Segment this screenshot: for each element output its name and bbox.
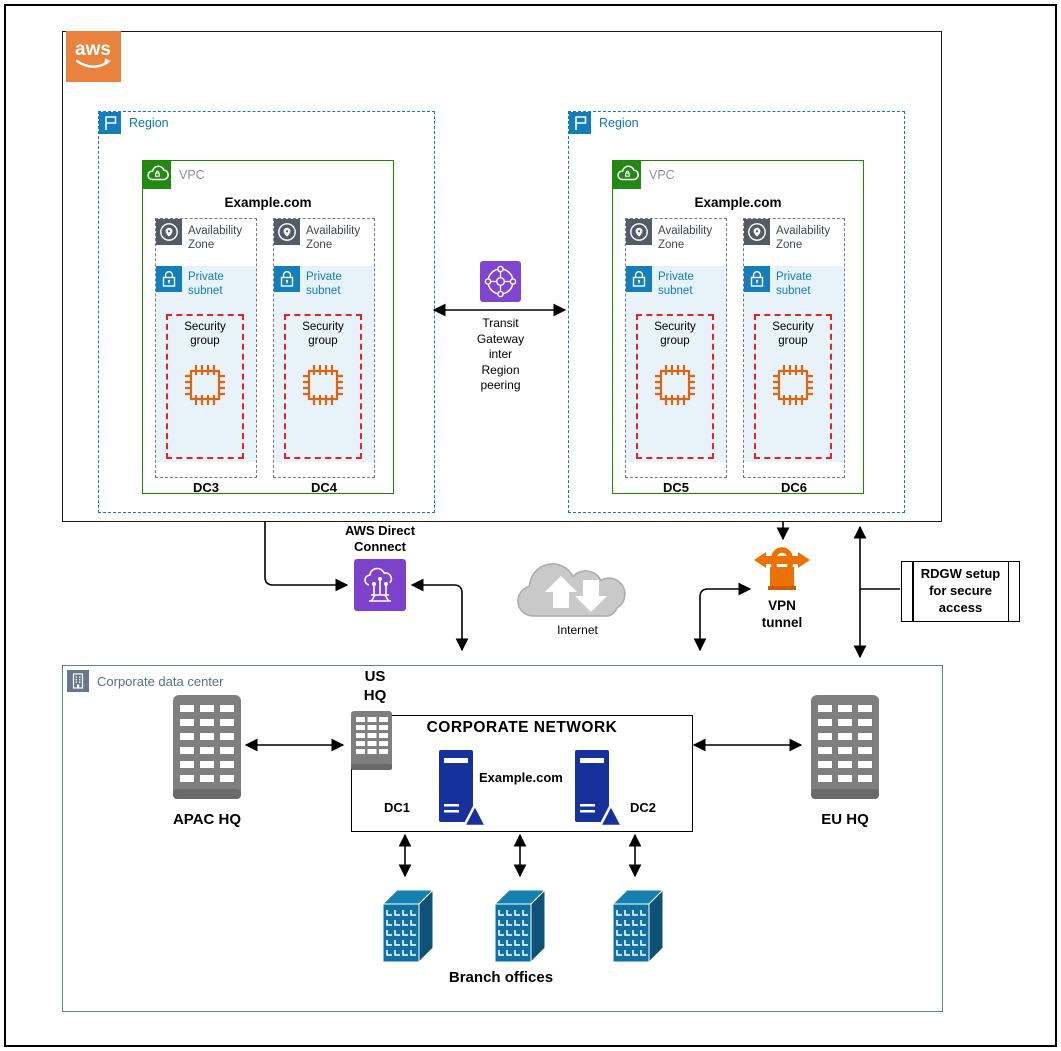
availability-zone-label: Availability Zone (776, 225, 831, 252)
branch-office-building-icon (609, 882, 667, 966)
dc-label: DC3 (192, 480, 219, 495)
security-group-box: Security group (636, 314, 714, 459)
vpc-cloud-icon (143, 161, 171, 189)
security-group-label: Security group (184, 321, 226, 348)
server-example-label: Example.com (479, 770, 563, 785)
availability-zone-box: Availability Zone Private subnet Securit… (273, 218, 375, 495)
transit-gateway-icon (480, 261, 521, 302)
aws-logo-text: aws (75, 39, 111, 60)
apac-hq-building-icon (169, 693, 245, 805)
private-subnet-label: Private subnet (306, 271, 342, 298)
private-subnet-label: Private subnet (658, 271, 694, 298)
security-group-label: Security group (654, 321, 696, 348)
private-subnet-box: Private subnet Security group (744, 266, 844, 462)
private-subnet-box: Private subnet Security group (156, 266, 256, 462)
rdgw-inner-line (912, 562, 914, 621)
internet-label: Internet (557, 623, 598, 637)
dc2-label: DC2 (630, 800, 657, 815)
region-box-right: Region VPC Example.com (568, 111, 905, 513)
vpc-box-right: VPC Example.com Availability Zone (612, 160, 864, 495)
ec2-instance-icon (768, 360, 818, 410)
aws-logo-icon: aws (75, 39, 111, 68)
vpc-box-left: VPC Example.com Availability Zone (142, 160, 394, 495)
corporate-network-title: CORPORATE NETWORK (426, 719, 618, 736)
dc-label: DC4 (310, 480, 337, 495)
internet-cloud-icon (505, 556, 650, 620)
availability-zone-label: Availability Zone (658, 225, 713, 252)
server-icon (573, 748, 623, 828)
vpc-label: VPC (649, 168, 675, 182)
us-hq-building-icon (350, 710, 393, 772)
aws-logo: aws (66, 31, 121, 82)
lock-icon (156, 266, 182, 292)
server-icon (437, 748, 487, 828)
private-subnet-label: Private subnet (188, 271, 224, 298)
branch-office-building-icon (491, 882, 549, 966)
dc1-label: DC1 (384, 800, 411, 815)
direct-connect-label: AWS Direct Connect (344, 523, 416, 555)
us-hq-label: US HQ (363, 668, 387, 704)
corporate-network-box: CORPORATE NETWORK Example.com (351, 715, 693, 832)
ec2-instance-icon (180, 360, 230, 410)
vpc-label: VPC (179, 168, 205, 182)
vpc-cloud-icon (613, 161, 641, 189)
ec2-instance-icon (650, 360, 700, 410)
corporate-data-center-box: Corporate data center APAC HQ US HQ CORP… (62, 665, 943, 1012)
lock-icon (274, 266, 300, 292)
lock-icon (626, 266, 652, 292)
security-group-label: Security group (302, 321, 344, 348)
eu-hq-label: EU HQ (821, 811, 869, 828)
private-subnet-box: Private subnet Security group (626, 266, 726, 462)
availability-zone-box: Availability Zone Private subnet Securit… (155, 218, 257, 495)
apac-hq-label: APAC HQ (172, 811, 242, 828)
private-subnet-label: Private subnet (776, 271, 812, 298)
corporate-building-icon (67, 670, 89, 692)
availability-zone-label: Availability Zone (188, 225, 243, 252)
rdgw-label: RDGW setup for secure access (920, 566, 1001, 615)
lock-icon (744, 266, 770, 292)
vpc-title: Example.com (694, 195, 782, 210)
availability-zone-icon (156, 219, 182, 245)
availability-zone-box: Availability Zone Private subnet Securit… (625, 218, 727, 495)
availability-zone-icon (626, 219, 652, 245)
security-group-box: Security group (166, 314, 244, 459)
rdgw-inner-line (1007, 562, 1009, 621)
security-group-box: Security group (754, 314, 832, 459)
availability-zone-icon (274, 219, 300, 245)
vpn-tunnel-icon (752, 544, 812, 594)
security-group-label: Security group (772, 321, 814, 348)
region-box-left: Region VPC Example.com (98, 111, 435, 513)
availability-zone-icon (744, 219, 770, 245)
dc-label: DC5 (662, 480, 689, 495)
region-flag-icon (569, 112, 591, 134)
security-group-box: Security group (284, 314, 362, 459)
vpc-title: Example.com (224, 195, 312, 210)
diagram-outer-frame (4, 4, 1057, 1047)
branch-offices-label: Branch offices (448, 969, 554, 986)
rdgw-box: RDGW setup for secure access (901, 561, 1020, 622)
dc-label: DC6 (780, 480, 807, 495)
aws-cloud-box: aws Region (62, 31, 942, 522)
branch-office-building-icon (379, 882, 437, 966)
eu-hq-building-icon (807, 693, 883, 805)
region-label: Region (599, 116, 639, 130)
direct-connect-icon (354, 559, 406, 611)
availability-zone-box: Availability Zone Private subnet Securit… (743, 218, 845, 495)
corporate-data-center-label: Corporate data center (97, 674, 224, 689)
transit-gateway-label: Transit Gateway inter Region peering (476, 316, 525, 393)
ec2-instance-icon (298, 360, 348, 410)
region-flag-icon (99, 112, 121, 134)
region-label: Region (129, 116, 169, 130)
vpn-tunnel-label: VPN tunnel (761, 598, 803, 630)
private-subnet-box: Private subnet Security group (274, 266, 374, 462)
availability-zone-label: Availability Zone (306, 225, 361, 252)
